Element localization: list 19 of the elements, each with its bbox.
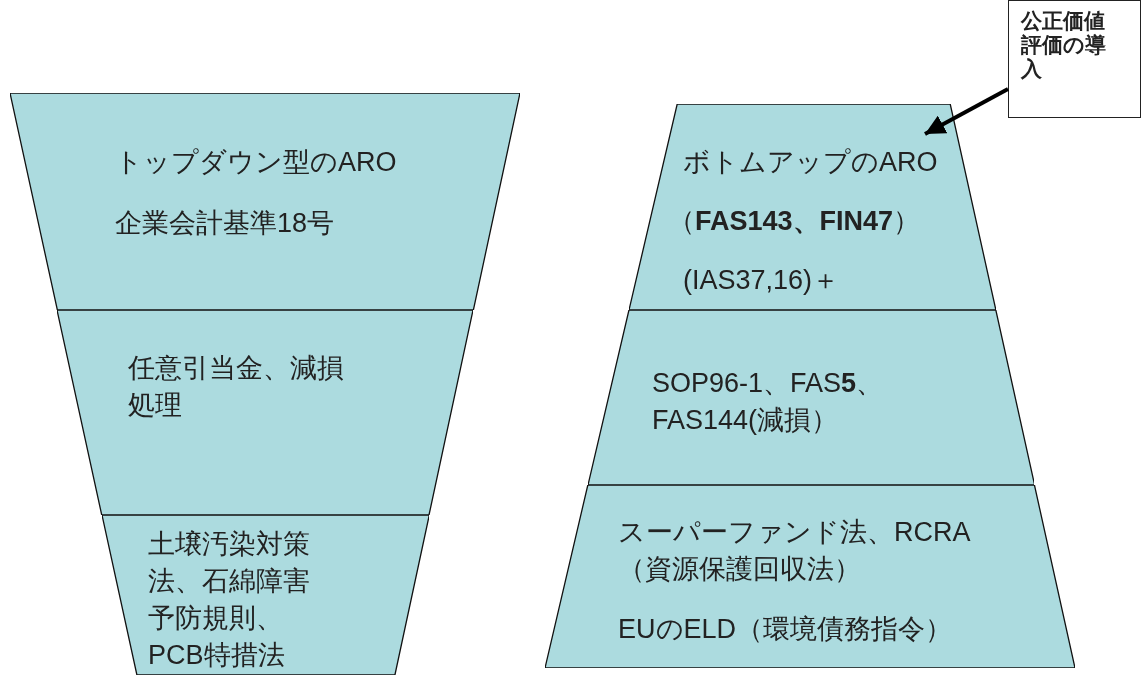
band-text: （FAS143、FIN47） xyxy=(668,205,922,238)
pyramid-band xyxy=(587,310,1035,485)
callout-text: 公正価値評価の導入 xyxy=(1021,9,1107,81)
band-text: 企業会計基準18号 xyxy=(115,207,336,240)
pyramid-band xyxy=(102,515,430,675)
band-text: トップダウン型のARO xyxy=(115,146,398,179)
arrow xyxy=(924,87,1009,136)
pyramid-band xyxy=(545,485,1075,668)
band-text: (IAS37,16)＋ xyxy=(683,264,841,297)
band-text: スーパーファンド法、RCRA（資源保護回収法） xyxy=(618,516,972,586)
callout-box xyxy=(1008,0,1141,118)
pyramid-band xyxy=(628,104,996,310)
pyramid-band xyxy=(57,310,474,515)
band-text: 任意引当金、減損処理 xyxy=(128,352,345,422)
band-text: SOP96-1、FAS5、 FAS144(減損） xyxy=(652,367,885,437)
band-text: EUのELD（環境債務指令） xyxy=(618,613,954,646)
pyramid-band xyxy=(10,93,520,310)
band-text: ボトムアップのARO xyxy=(683,146,939,179)
band-text: 土壌汚染対策法、石綿障害予防規則、PCB特措法 xyxy=(148,528,311,672)
